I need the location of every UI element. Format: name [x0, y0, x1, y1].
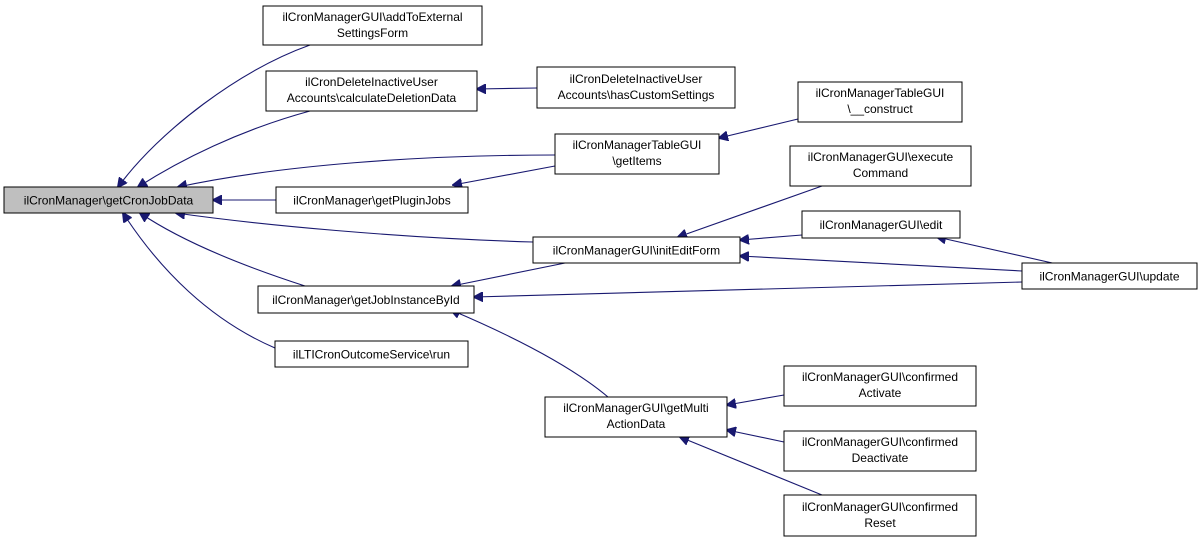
node-tableConstruct-label-1: ilCronManagerTableGUI [816, 86, 945, 100]
node-confActivate-label-2: Activate [859, 386, 902, 400]
edge-update-edit [937, 237, 1071, 268]
edge-initEditForm-root [176, 213, 534, 243]
edge-getItems-getPluginJobs [453, 165, 556, 185]
node-confDeactivate-label-1: ilCronManagerGUI\confirmed [802, 435, 958, 449]
node-getMulti-label-2: ActionData [607, 417, 666, 431]
node-getItems-label-1: ilCronManagerTableGUI [573, 138, 702, 152]
node-confActivate-label-1: ilCronManagerGUI\confirmed [802, 370, 958, 384]
node-update[interactable]: ilCronManagerGUI\update [1021, 262, 1198, 290]
edge-tableConstruct-getItems [719, 118, 799, 138]
node-tableConstruct-label-2: \__construct [847, 102, 913, 116]
node-getItems-label-2: \getItems [612, 154, 661, 168]
node-calcDeletion-label-2: Accounts\calculateDeletionData [287, 91, 457, 105]
node-initEditForm-label: ilCronManagerGUI\initEditForm [553, 244, 720, 258]
node-addToExternal-label-1: ilCronManagerGUI\addToExternal [282, 10, 462, 24]
node-executeCommand-label-1: ilCronManagerGUI\execute [808, 150, 954, 164]
node-root[interactable]: ilCronManager\getCronJobData [3, 186, 214, 214]
edge-confDeactivate-getMulti [727, 430, 785, 443]
node-ltiRun[interactable]: ilLTICronOutcomeService\run [274, 340, 469, 368]
node-getJobInstance[interactable]: ilCronManager\getJobInstanceById [257, 285, 475, 314]
node-hasCustom[interactable]: ilCronDeleteInactiveUser Accounts\hasCus… [536, 66, 736, 109]
node-addToExternal-label-2: SettingsForm [337, 26, 408, 40]
node-hasCustom-label-2: Accounts\hasCustomSettings [558, 88, 715, 102]
node-executeCommand[interactable]: ilCronManagerGUI\execute Command [789, 145, 972, 187]
node-confReset-label-1: ilCronManagerGUI\confirmed [802, 500, 958, 514]
node-getMulti-label-1: ilCronManagerGUI\getMulti [563, 401, 708, 415]
node-getPluginJobs-label: ilCronManager\getPluginJobs [293, 194, 450, 208]
edge-confReset-getMulti [680, 437, 823, 496]
node-tableConstruct[interactable]: ilCronManagerTableGUI \__construct [797, 81, 963, 123]
edge-hasCustom-calcDeletion [477, 88, 538, 89]
edge-update-initEditForm [740, 256, 1023, 272]
edge-edit-initEditForm [740, 235, 803, 240]
edge-addToExternal-root [118, 44, 311, 187]
edges [118, 44, 1071, 496]
node-confReset-label-2: Reset [864, 516, 896, 530]
node-confActivate[interactable]: ilCronManagerGUI\confirmed Activate [783, 365, 977, 407]
node-edit[interactable]: ilCronManagerGUI\edit [801, 210, 961, 239]
edge-getMulti-getJobInstance [451, 310, 609, 398]
node-initEditForm[interactable]: ilCronManagerGUI\initEditForm [532, 236, 741, 264]
node-hasCustom-label-1: ilCronDeleteInactiveUser [570, 72, 703, 86]
node-update-label: ilCronManagerGUI\update [1039, 270, 1179, 284]
edge-update-getJobInstance [474, 281, 1023, 297]
node-edit-label: ilCronManagerGUI\edit [820, 218, 943, 232]
edge-ltiRun-root [123, 213, 276, 349]
node-getPluginJobs[interactable]: ilCronManager\getPluginJobs [275, 186, 469, 214]
edge-confActivate-getMulti [727, 394, 785, 405]
node-getItems[interactable]: ilCronManagerTableGUI \getItems [554, 133, 720, 175]
edge-getJobInstance-root [140, 213, 306, 287]
edge-getItems-root [178, 154, 556, 187]
node-calcDeletion[interactable]: ilCronDeleteInactiveUser Accounts\calcul… [265, 70, 478, 112]
nodes: ilCronManager\getCronJobData ilCronManag… [3, 5, 1198, 537]
node-confReset[interactable]: ilCronManagerGUI\confirmed Reset [783, 494, 977, 537]
node-getJobInstance-label: ilCronManager\getJobInstanceById [272, 293, 459, 307]
node-confDeactivate[interactable]: ilCronManagerGUI\confirmed Deactivate [783, 430, 977, 472]
edge-calcDeletion-root [138, 110, 311, 187]
edge-executeCommand-initEditForm [678, 185, 823, 237]
edge-initEditForm-getJobInstance [452, 261, 571, 286]
node-confDeactivate-label-2: Deactivate [852, 451, 909, 465]
node-calcDeletion-label-1: ilCronDeleteInactiveUser [305, 75, 438, 89]
node-ltiRun-label: ilLTICronOutcomeService\run [293, 348, 450, 362]
node-executeCommand-label-2: Command [853, 166, 908, 180]
node-root-label: ilCronManager\getCronJobData [24, 194, 194, 208]
node-getMulti[interactable]: ilCronManagerGUI\getMulti ActionData [544, 396, 728, 438]
node-addToExternal[interactable]: ilCronManagerGUI\addToExternal SettingsF… [262, 5, 483, 46]
